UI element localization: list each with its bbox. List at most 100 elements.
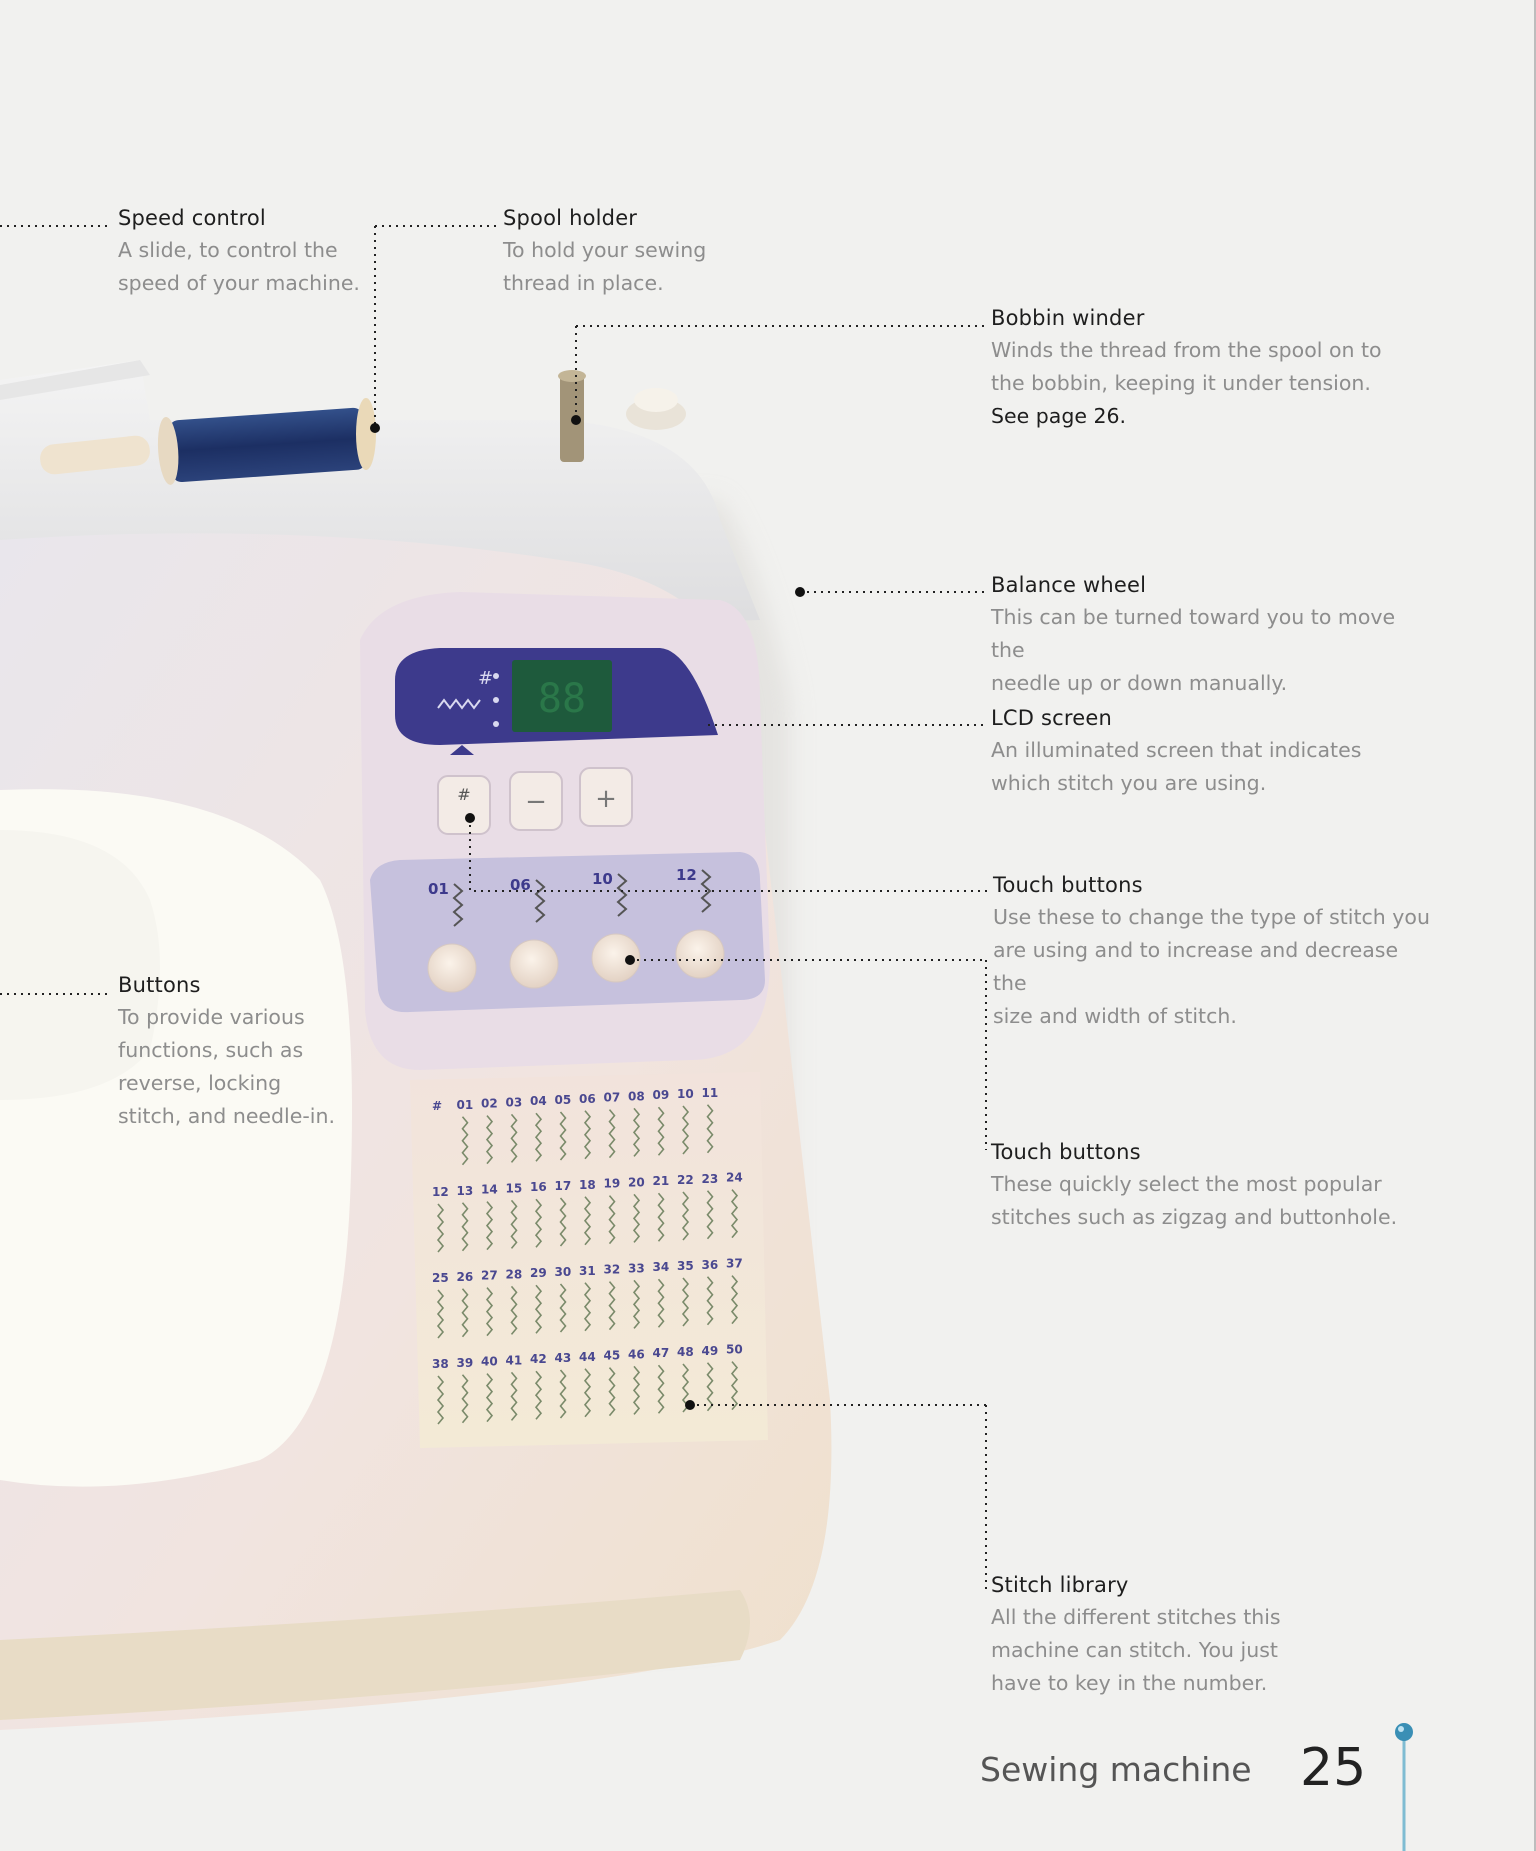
thread-spool [168,407,367,483]
callout-title: Speed control [118,206,266,230]
stitch-pattern-icon [583,1368,592,1418]
stitch-pattern-icon [706,1362,714,1412]
stitch-number-16: 16 [530,1180,547,1194]
quick-stitch-button-3[interactable] [591,933,641,983]
stitch-pattern-icon [681,1191,690,1241]
stitch-number-29: 29 [530,1266,547,1280]
callout-title: Balance wheel [991,573,1147,597]
stitch-pattern-icon [608,1281,616,1331]
stitch-number-06: 06 [579,1092,596,1106]
stitch-pattern-icon [706,1190,714,1240]
section-title: Sewing machine [980,1750,1252,1789]
stitch-pattern-icon [436,1375,445,1425]
stitch-pattern-icon [632,1365,641,1415]
stitch-number-08: 08 [628,1089,645,1103]
stitch-number-35: 35 [677,1259,694,1273]
quick-stitch-pattern-icon [616,873,628,917]
quick-stitch-number-10: 10 [592,870,613,888]
stitch-number-25: 25 [432,1271,449,1285]
stitch-number-21: 21 [653,1174,670,1188]
select-button[interactable]: # [437,775,491,835]
stitch-pattern-icon [608,1109,616,1159]
minus-button[interactable]: − [509,771,563,831]
callout-touch-buttons-2: Touch buttons These quickly select the m… [991,1140,1431,1234]
stitch-number-17: 17 [555,1179,572,1193]
stitch-number-10: 10 [677,1087,694,1101]
callout-stitch-library: Stitch library All the different stitche… [991,1573,1351,1700]
quick-stitch-button-1[interactable] [427,943,477,993]
stitch-pattern-icon [608,1195,616,1245]
stitch-pattern-icon [632,1279,641,1329]
callout-balance-wheel: Balance wheel This can be turned toward … [991,573,1431,700]
stitch-pattern-icon [485,1115,494,1165]
svg-text:#: # [457,785,470,804]
callout-title: Buttons [118,973,201,997]
stitch-pattern-icon [657,1364,665,1414]
stitch-pattern-icon [608,1367,616,1417]
stitch-number-26: 26 [457,1270,474,1284]
stitch-pattern-icon [730,1189,739,1239]
stitch-number-28: 28 [506,1267,523,1281]
stitch-number-38: 38 [432,1357,449,1371]
stitch-pattern-icon [485,1201,494,1251]
callout-touch-buttons-1: Touch buttons Use these to change the ty… [993,873,1433,1033]
callout-lcd-screen: LCD screen An illuminated screen that in… [991,706,1431,800]
stitch-pattern-icon [534,1112,543,1162]
stitch-pattern-icon [583,1282,592,1332]
stitch-number-22: 22 [677,1173,694,1187]
quick-stitch-button-4[interactable] [675,929,725,979]
callout-body: Use these to change the type of stitch y… [993,905,1430,1028]
quick-stitch-number-12: 12 [676,866,697,884]
stitch-pattern-icon [534,1370,543,1420]
stitch-pattern-icon [583,1196,592,1246]
stitch-number-31: 31 [579,1264,596,1278]
svg-text:88: 88 [538,676,586,722]
stitch-pattern-icon [559,1283,567,1333]
stitch-number-33: 33 [628,1261,645,1275]
lcd-display [512,660,612,732]
stitch-number-02: 02 [481,1097,498,1111]
callout-bobbin-winder: Bobbin winder Winds the thread from the … [991,306,1431,433]
stitch-number-19: 19 [604,1177,621,1191]
pin-head-icon [1395,1723,1413,1741]
stitch-pattern-icon [461,1202,469,1252]
page-reference-link[interactable]: See page 26. [991,404,1127,428]
stitch-library-panel [410,1072,768,1448]
stitch-pattern-icon [559,1369,567,1419]
callout-body: This can be turned toward you to move th… [991,605,1396,695]
stitch-pattern-icon [510,1285,518,1335]
stitch-pattern-icon [730,1361,739,1411]
quick-stitch-button-2[interactable] [509,939,559,989]
stitch-number-45: 45 [604,1349,621,1363]
plus-button[interactable]: + [579,767,633,827]
stitch-number-37: 37 [726,1257,743,1271]
stitch-pattern-icon [510,1371,518,1421]
callout-title: Touch buttons [993,873,1143,897]
stitch-number-42: 42 [530,1352,547,1366]
stitch-pattern-icon [583,1110,592,1160]
stitch-pattern-icon [657,1106,665,1156]
stitch-pattern-icon [657,1192,665,1242]
stitch-number-47: 47 [653,1346,670,1360]
stitch-number-23: 23 [702,1172,719,1186]
stitch-number-14: 14 [481,1183,498,1197]
stitch-number-11: 11 [702,1086,719,1100]
stitch-pattern-icon [681,1105,690,1155]
stitch-number-27: 27 [481,1269,498,1283]
stitch-pattern-icon [510,1113,518,1163]
stitch-number-44: 44 [579,1350,596,1364]
stitch-number-50: 50 [726,1343,743,1357]
stitch-number-15: 15 [506,1181,523,1195]
stitch-number-09: 09 [653,1088,670,1102]
stitch-pattern-icon [681,1277,690,1327]
stitch-number-04: 04 [530,1094,547,1108]
stitch-pattern-icon [485,1287,494,1337]
